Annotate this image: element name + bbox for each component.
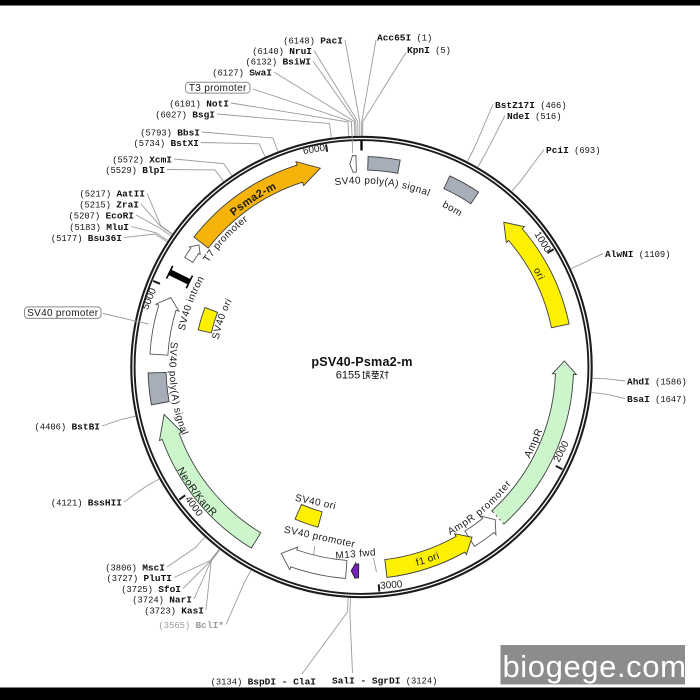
svg-text:(6132) BsiWI: (6132) BsiWI [246,57,311,68]
svg-text:(6140) NruI: (6140) NruI [252,46,312,57]
svg-text:(3723) KasI: (3723) KasI [144,606,204,617]
svg-text:(3565) BclI*: (3565) BclI* [159,620,224,631]
svg-text:6000: 6000 [302,143,326,157]
svg-text:AhdI (1586): AhdI (1586) [627,377,687,388]
svg-text:PciI (693): PciI (693) [546,145,601,156]
svg-text:(5183) MluI: (5183) MluI [69,222,129,233]
svg-text:ori: ori [531,266,547,282]
svg-text:(5177) Bsu36I: (5177) Bsu36I [51,233,122,244]
svg-text:(3806) MscI: (3806) MscI [105,563,165,574]
svg-text:M13 fwd: M13 fwd [335,547,376,561]
svg-text:(3727) PluTI: (3727) PluTI [107,573,172,584]
svg-text:(6148) PacI: (6148) PacI [283,36,343,47]
svg-text:(5215) ZraI: (5215) ZraI [79,200,139,211]
svg-text:(5207) EcoRI: (5207) EcoRI [69,211,134,222]
svg-text:6155: 6155 [336,370,360,382]
svg-text:BstZ17I (466): BstZ17I (466) [495,100,567,111]
svg-text:(5734) BstXI: (5734) BstXI [134,138,199,149]
svg-text:(4406) BstBI: (4406) BstBI [35,422,100,433]
svg-text:(3725) SfoI: (3725) SfoI [121,584,181,595]
svg-text:BsaI (1647): BsaI (1647) [627,394,687,405]
svg-text:(5217) AatII: (5217) AatII [80,189,145,200]
svg-text:SalI - SgrDI (3124): SalI - SgrDI (3124) [332,676,437,687]
svg-text:AlwNI (1109): AlwNI (1109) [605,249,670,260]
svg-text:(6101) NotI: (6101) NotI [169,99,229,110]
svg-text:(3134) BspDI - ClaI: (3134) BspDI - ClaI [211,677,316,688]
svg-text:(5572) XcmI: (5572) XcmI [112,155,172,166]
svg-text:(4121) BssHII: (4121) BssHII [51,498,122,509]
svg-text:(3724) NarI: (3724) NarI [132,595,192,606]
svg-text:3000: 3000 [380,579,403,592]
svg-text:SV40 promoter: SV40 promoter [27,308,99,319]
svg-text:KpnI (5): KpnI (5) [407,45,451,56]
svg-text:(5529) BlpI: (5529) BlpI [105,165,165,176]
svg-text:(5793) BbsI: (5793) BbsI [140,128,200,139]
svg-text:(6127) SwaI: (6127) SwaI [212,68,272,79]
svg-text:pSV40-Psma2-m: pSV40-Psma2-m [311,355,412,369]
svg-text:T3 promoter: T3 promoter [189,83,247,94]
svg-text:(6027) BsgI: (6027) BsgI [155,110,215,121]
svg-text:NdeI (516): NdeI (516) [507,111,562,122]
svg-text:biogege.com: biogege.com [502,649,686,684]
svg-text:Acc65I (1): Acc65I (1) [377,33,432,44]
